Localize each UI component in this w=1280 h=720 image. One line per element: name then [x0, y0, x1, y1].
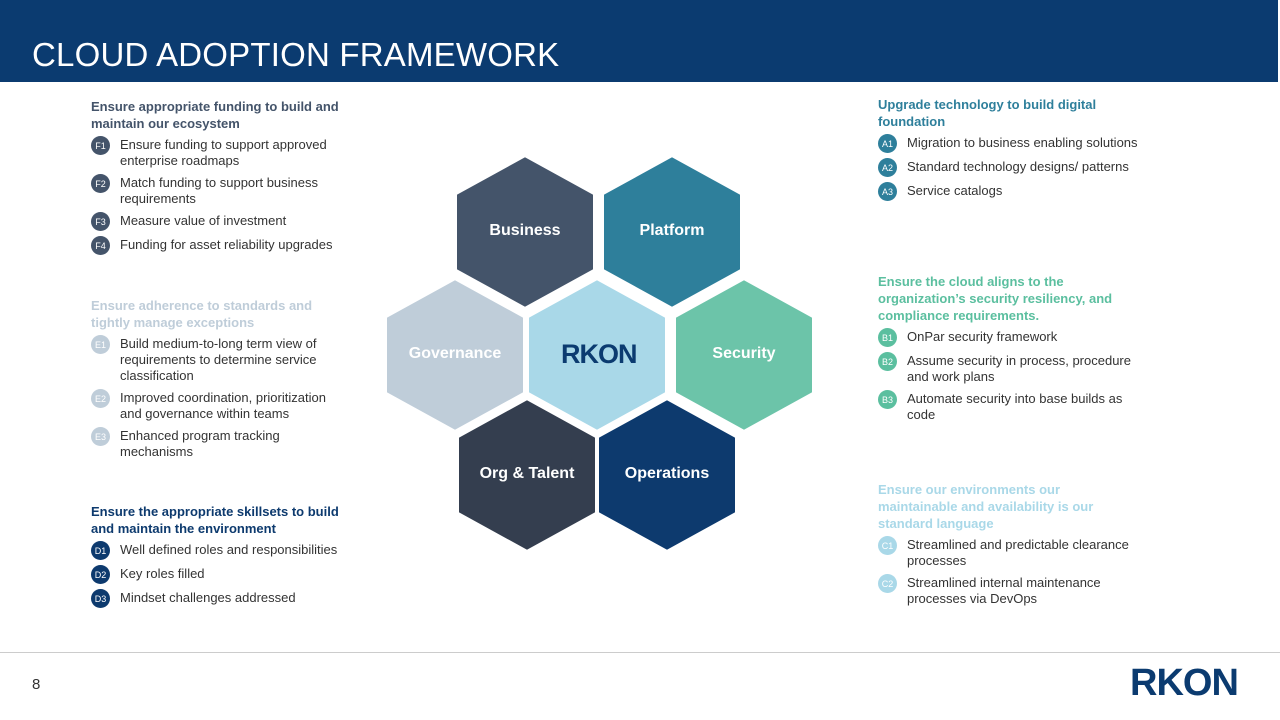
list-item: F1 Ensure funding to support approved ent… — [91, 136, 351, 169]
item-text: Streamlined and predictable clearance pr… — [907, 537, 1129, 568]
section-heading: Ensure appropriate funding to build and … — [91, 99, 339, 131]
item-text: Standard technology designs/ patterns — [907, 159, 1129, 174]
item-badge: F1 — [91, 136, 110, 155]
section: Ensure adherence to standards and tightl… — [91, 297, 351, 466]
section: Upgrade technology to build digital foun… — [878, 96, 1138, 207]
item-text: Migration to business enabling solutions — [907, 135, 1138, 150]
list-item: D2 Key roles filled — [91, 565, 351, 584]
hexagon-platform — [600, 152, 744, 312]
item-text: Build medium-to-long term view of requir… — [120, 336, 317, 383]
list-item: F2 Match funding to support business requ… — [91, 174, 351, 207]
section-heading: Ensure adherence to standards and tightl… — [91, 298, 313, 330]
hexagon-label: Business — [489, 222, 561, 239]
item-badge: D2 — [91, 565, 110, 584]
section: Ensure appropriate funding to build and … — [91, 98, 351, 261]
hexagon-operations — [595, 395, 739, 555]
hexagon-label: Operations — [624, 465, 710, 482]
item-badge: F4 — [91, 236, 110, 255]
list-item: A3 Service catalogs — [878, 182, 1138, 201]
item-text: Well defined roles and responsibilities — [120, 542, 338, 557]
list-item: A1 Migration to business enabling solutio… — [878, 134, 1138, 153]
page-number: 8 — [32, 676, 41, 693]
list-item: E2 Improved coordination, prioritization … — [91, 389, 351, 422]
item-text: Improved coordination, prioritization an… — [120, 390, 326, 421]
item-badge: F2 — [91, 174, 110, 193]
item-text: Ensure funding to support approved enter… — [120, 137, 327, 168]
item-text: Key roles filled — [120, 566, 205, 581]
item-badge: E1 — [91, 335, 110, 354]
list-item: D3 Mindset challenges addressed — [91, 589, 351, 608]
item-badge: F3 — [91, 212, 110, 231]
list-item: B2 Assume security in process, procedure … — [878, 352, 1138, 385]
header-bar — [0, 0, 1278, 82]
item-badge: B2 — [878, 352, 897, 371]
section-heading: Upgrade technology to build digital foun… — [878, 97, 1097, 129]
item-badge: E2 — [91, 389, 110, 408]
item-text: Mindset challenges addressed — [120, 590, 296, 605]
item-badge: A3 — [878, 182, 897, 201]
item-text: Streamlined internal maintenance process… — [907, 575, 1101, 606]
page-title: CLOUD ADOPTION FRAMEWORK — [32, 36, 560, 73]
list-item: F4 Funding for asset reliability upgrades — [91, 236, 351, 255]
list-item: A2 Standard technology designs/ patterns — [878, 158, 1138, 177]
item-text: Assume security in process, procedure an… — [907, 353, 1131, 384]
item-text: Match funding to support business requir… — [120, 175, 319, 206]
list-item: B1 OnPar security framework — [878, 328, 1138, 347]
section-heading: Ensure the cloud aligns to the organizat… — [878, 274, 1113, 323]
list-item: D1 Well defined roles and responsibilitie… — [91, 541, 351, 560]
item-text: OnPar security framework — [907, 329, 1058, 344]
item-text: Enhanced program tracking mechanisms — [120, 428, 280, 459]
list-item: E3 Enhanced program tracking mechanisms — [91, 427, 351, 460]
hexagon-rkon — [525, 275, 669, 435]
section: Ensure our environments our maintainable… — [878, 481, 1138, 613]
item-badge: D1 — [91, 541, 110, 560]
hexagon-business — [453, 152, 597, 312]
section-heading: Ensure the appropriate skillsets to buil… — [91, 504, 339, 536]
footer-divider — [0, 652, 1280, 653]
hexagon-label: Platform — [639, 222, 705, 239]
item-badge: B1 — [878, 328, 897, 347]
item-badge: C1 — [878, 536, 897, 555]
item-badge: A1 — [878, 134, 897, 153]
item-text: Automate security into base builds as co… — [907, 391, 1123, 422]
hexagon-label: Security — [712, 345, 776, 362]
hexagon-label: Org & Talent — [479, 465, 575, 482]
list-item: C1 Streamlined and predictable clearance … — [878, 536, 1138, 569]
item-text: Measure value of investment — [120, 213, 287, 228]
item-badge: D3 — [91, 589, 110, 608]
item-badge: A2 — [878, 158, 897, 177]
hexagon-label: Governance — [408, 345, 502, 362]
list-item: C2 Streamlined internal maintenance proce… — [878, 574, 1138, 607]
rkon-logo: RKON — [1130, 662, 1239, 704]
list-item: F3 Measure value of investment — [91, 212, 351, 231]
item-badge: E3 — [91, 427, 110, 446]
section: Ensure the cloud aligns to the organizat… — [878, 273, 1138, 429]
section: Ensure the appropriate skillsets to buil… — [91, 503, 351, 614]
hexagon-label: RKON — [561, 339, 638, 369]
item-badge: B3 — [878, 390, 897, 409]
list-item: B3 Automate security into base builds as … — [878, 390, 1138, 423]
item-text: Funding for asset reliability upgrades — [120, 237, 333, 252]
item-text: Service catalogs — [907, 183, 1003, 198]
section-heading: Ensure our environments our maintainable… — [878, 482, 1094, 531]
item-badge: C2 — [878, 574, 897, 593]
hexagon-security — [672, 275, 816, 435]
list-item: E1 Build medium-to-long term view of requ… — [91, 335, 351, 384]
